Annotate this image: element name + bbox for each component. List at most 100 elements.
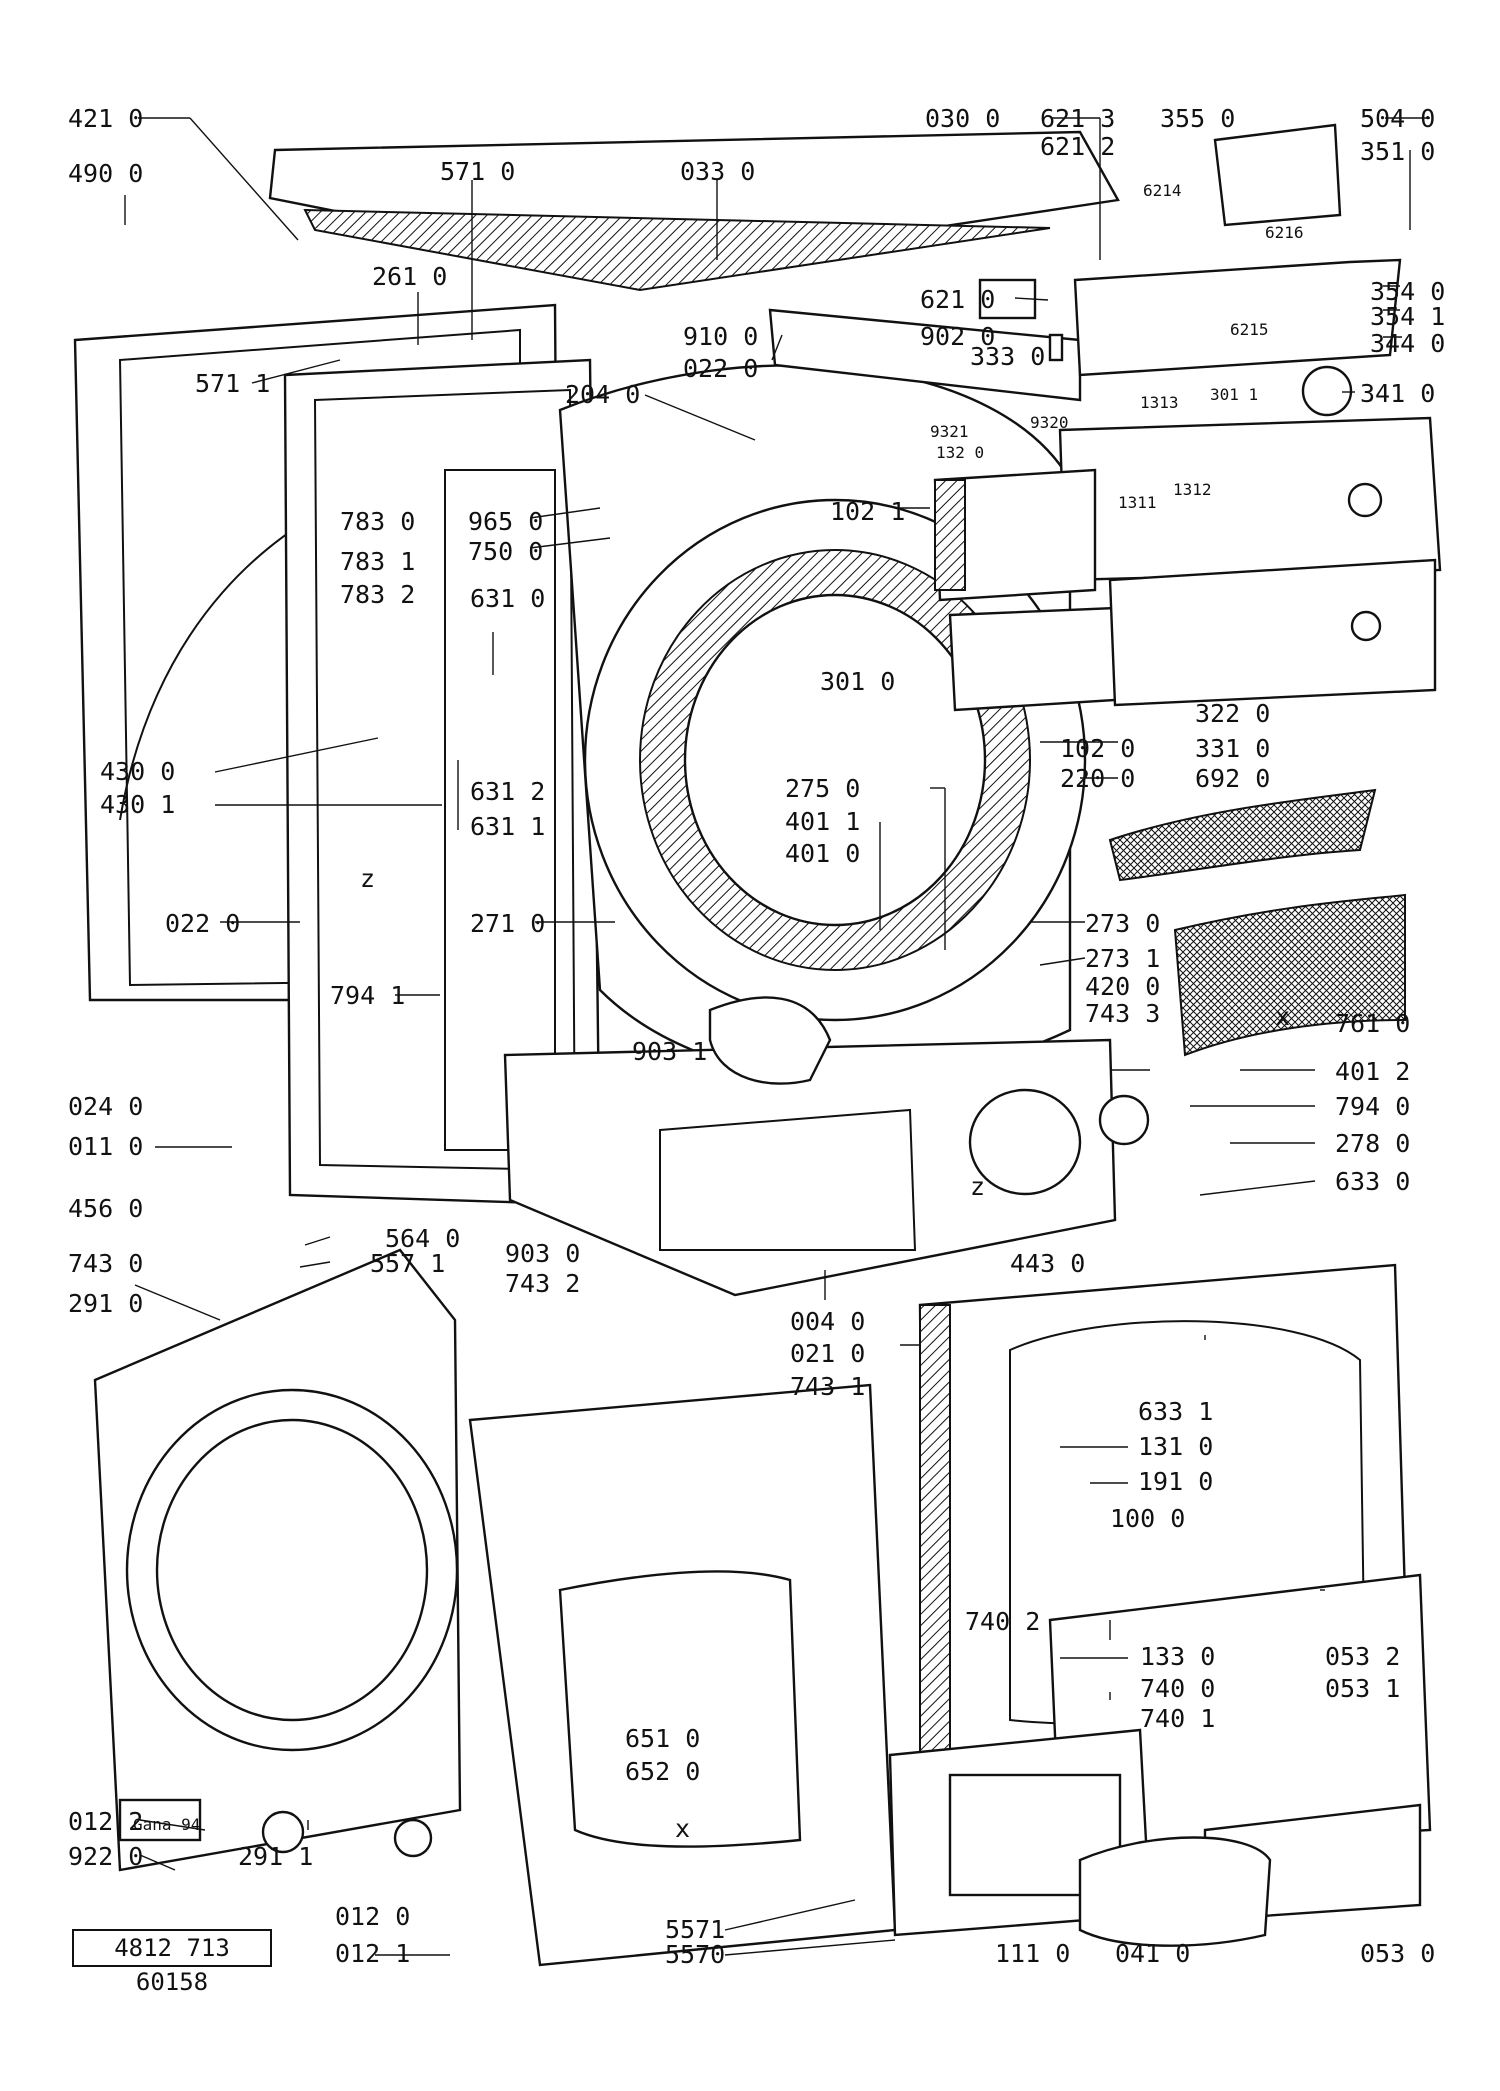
- label-102-1: 102 1: [830, 497, 905, 526]
- label-794-1: 794 1: [330, 981, 405, 1010]
- label-331-0: 331 0: [1195, 734, 1270, 763]
- label-504-0: 504 0: [1360, 104, 1435, 133]
- label-621-3: 621 3: [1040, 104, 1115, 133]
- label-1311: 1311: [1118, 493, 1157, 512]
- label-022-0-mid: 022 0: [165, 909, 240, 938]
- label-x-2: x: [675, 1814, 690, 1843]
- label-631-2: 631 2: [470, 777, 545, 806]
- label-022-0-top: 022 0: [683, 354, 758, 383]
- label-273-0: 273 0: [1085, 909, 1160, 938]
- label-1312: 1312: [1173, 480, 1212, 499]
- label-273-1: 273 1: [1085, 944, 1160, 973]
- condenser-and-plinth: [888, 1728, 1422, 1947]
- label-301-1: 301 1: [1210, 385, 1258, 404]
- label-053-1: 053 1: [1325, 1674, 1400, 1703]
- label-291-1: 291 1: [238, 1842, 313, 1871]
- label-631-0: 631 0: [470, 584, 545, 613]
- label-490-0: 490 0: [68, 159, 143, 188]
- label-012-1: 012 1: [335, 1939, 410, 1968]
- label-743-1: 743 1: [790, 1372, 865, 1401]
- label-355-0: 355 0: [1160, 104, 1235, 133]
- label-564-0: 564 0: [385, 1224, 460, 1253]
- label-131-0: 131 0: [1138, 1432, 1213, 1461]
- label-633-1: 633 1: [1138, 1397, 1213, 1426]
- label-922-0: 922 0: [68, 1842, 143, 1871]
- label-401-2: 401 2: [1335, 1057, 1410, 1086]
- label-794-0: 794 0: [1335, 1092, 1410, 1121]
- label-053-2: 053 2: [1325, 1642, 1400, 1671]
- label-621-2: 621 2: [1040, 132, 1115, 161]
- label-743-3: 743 3: [1085, 999, 1160, 1028]
- label-903-1: 903 1: [632, 1037, 707, 1066]
- base-with-blower: [503, 996, 1150, 1297]
- label-652-0: 652 0: [625, 1757, 700, 1786]
- rear-wall: [93, 1248, 462, 1872]
- document-number: 4812 713 60158: [72, 1929, 272, 1996]
- electronics-board: [978, 123, 1402, 377]
- label-557-1-top: 557 1: [370, 1249, 445, 1278]
- label-902-0: 902 0: [920, 322, 995, 351]
- label-341-0: 341 0: [1360, 379, 1435, 408]
- label-692-0: 692 0: [1195, 764, 1270, 793]
- label-910-0: 910 0: [683, 322, 758, 351]
- label-6215: 6215: [1230, 320, 1269, 339]
- label-420-0: 420 0: [1085, 972, 1160, 1001]
- fluff-filter: [1108, 788, 1406, 1057]
- label-111-0: 111 0: [995, 1939, 1070, 1968]
- label-571-0: 571 0: [440, 157, 515, 186]
- label-5570: 5570: [665, 1940, 725, 1969]
- label-740-0: 740 0: [1140, 1674, 1215, 1703]
- label-740-2: 740 2: [965, 1607, 1040, 1636]
- label-024-0: 024 0: [68, 1092, 143, 1121]
- leader-lines: [124, 117, 1430, 1956]
- label-740-1: 740 1: [1140, 1704, 1215, 1733]
- label-012-0: 012 0: [335, 1902, 410, 1931]
- label-041-0: 041 0: [1115, 1939, 1190, 1968]
- label-9321: 9321: [930, 422, 969, 441]
- label-275-0: 275 0: [785, 774, 860, 803]
- label-354-0: 354 0: [1370, 277, 1445, 306]
- label-102-0: 102 0: [1060, 734, 1135, 763]
- label-021-0: 021 0: [790, 1339, 865, 1368]
- label-401-1: 401 1: [785, 807, 860, 836]
- label-204-0: 204 0: [565, 380, 640, 409]
- label-354-1: 354 1: [1370, 302, 1445, 331]
- drum: [558, 364, 1087, 1081]
- front-door-panel: [918, 1263, 1432, 1852]
- label-004-0: 004 0: [790, 1307, 865, 1336]
- label-012-2: 012 2: [68, 1807, 143, 1836]
- label-220-0: 220 0: [1060, 764, 1135, 793]
- label-033-0: 033 0: [680, 157, 755, 186]
- label-430-0: 430 0: [100, 757, 175, 786]
- label-443-0: 443 0: [1010, 1249, 1085, 1278]
- label-5571: 5571: [665, 1915, 725, 1944]
- label-322-0: 322 0: [1195, 699, 1270, 728]
- label-430-1: 430 1: [100, 790, 175, 819]
- label-401-0: 401 0: [785, 839, 860, 868]
- label-271-0: 271 0: [470, 909, 545, 938]
- label-6214: 6214: [1143, 181, 1182, 200]
- label-132-0: 132 0: [936, 443, 984, 462]
- label-633-0: 633 0: [1335, 1167, 1410, 1196]
- label-621-0: 621 0: [920, 285, 995, 314]
- part-labels: 421 0 490 0 571 0 033 0 030 0 621 3 621 …: [68, 104, 1445, 1969]
- label-100-0: 100 0: [1110, 1504, 1185, 1533]
- control-panel: [933, 365, 1442, 712]
- label-344-0: 344 0: [1370, 329, 1445, 358]
- label-783-0: 783 0: [340, 507, 415, 536]
- label-6216: 6216: [1265, 223, 1304, 242]
- label-651-0: 651 0: [625, 1724, 700, 1753]
- label-761-0: 761 0: [1335, 1009, 1410, 1038]
- label-z-2: z: [970, 1172, 985, 1201]
- label-1313: 1313: [1140, 393, 1179, 412]
- heater-housing: [393, 1383, 897, 1967]
- label-965-0: 965 0: [468, 507, 543, 536]
- label-750-0: 750 0: [468, 537, 543, 566]
- label-261-0: 261 0: [372, 262, 447, 291]
- rear-panel-bar: [768, 308, 1082, 402]
- label-133-0: 133 0: [1140, 1642, 1215, 1671]
- rear-wall-stamp: Gana 94: [133, 1815, 200, 1834]
- label-903-0: 903 0: [505, 1239, 580, 1268]
- label-x-1: x: [1275, 1002, 1290, 1031]
